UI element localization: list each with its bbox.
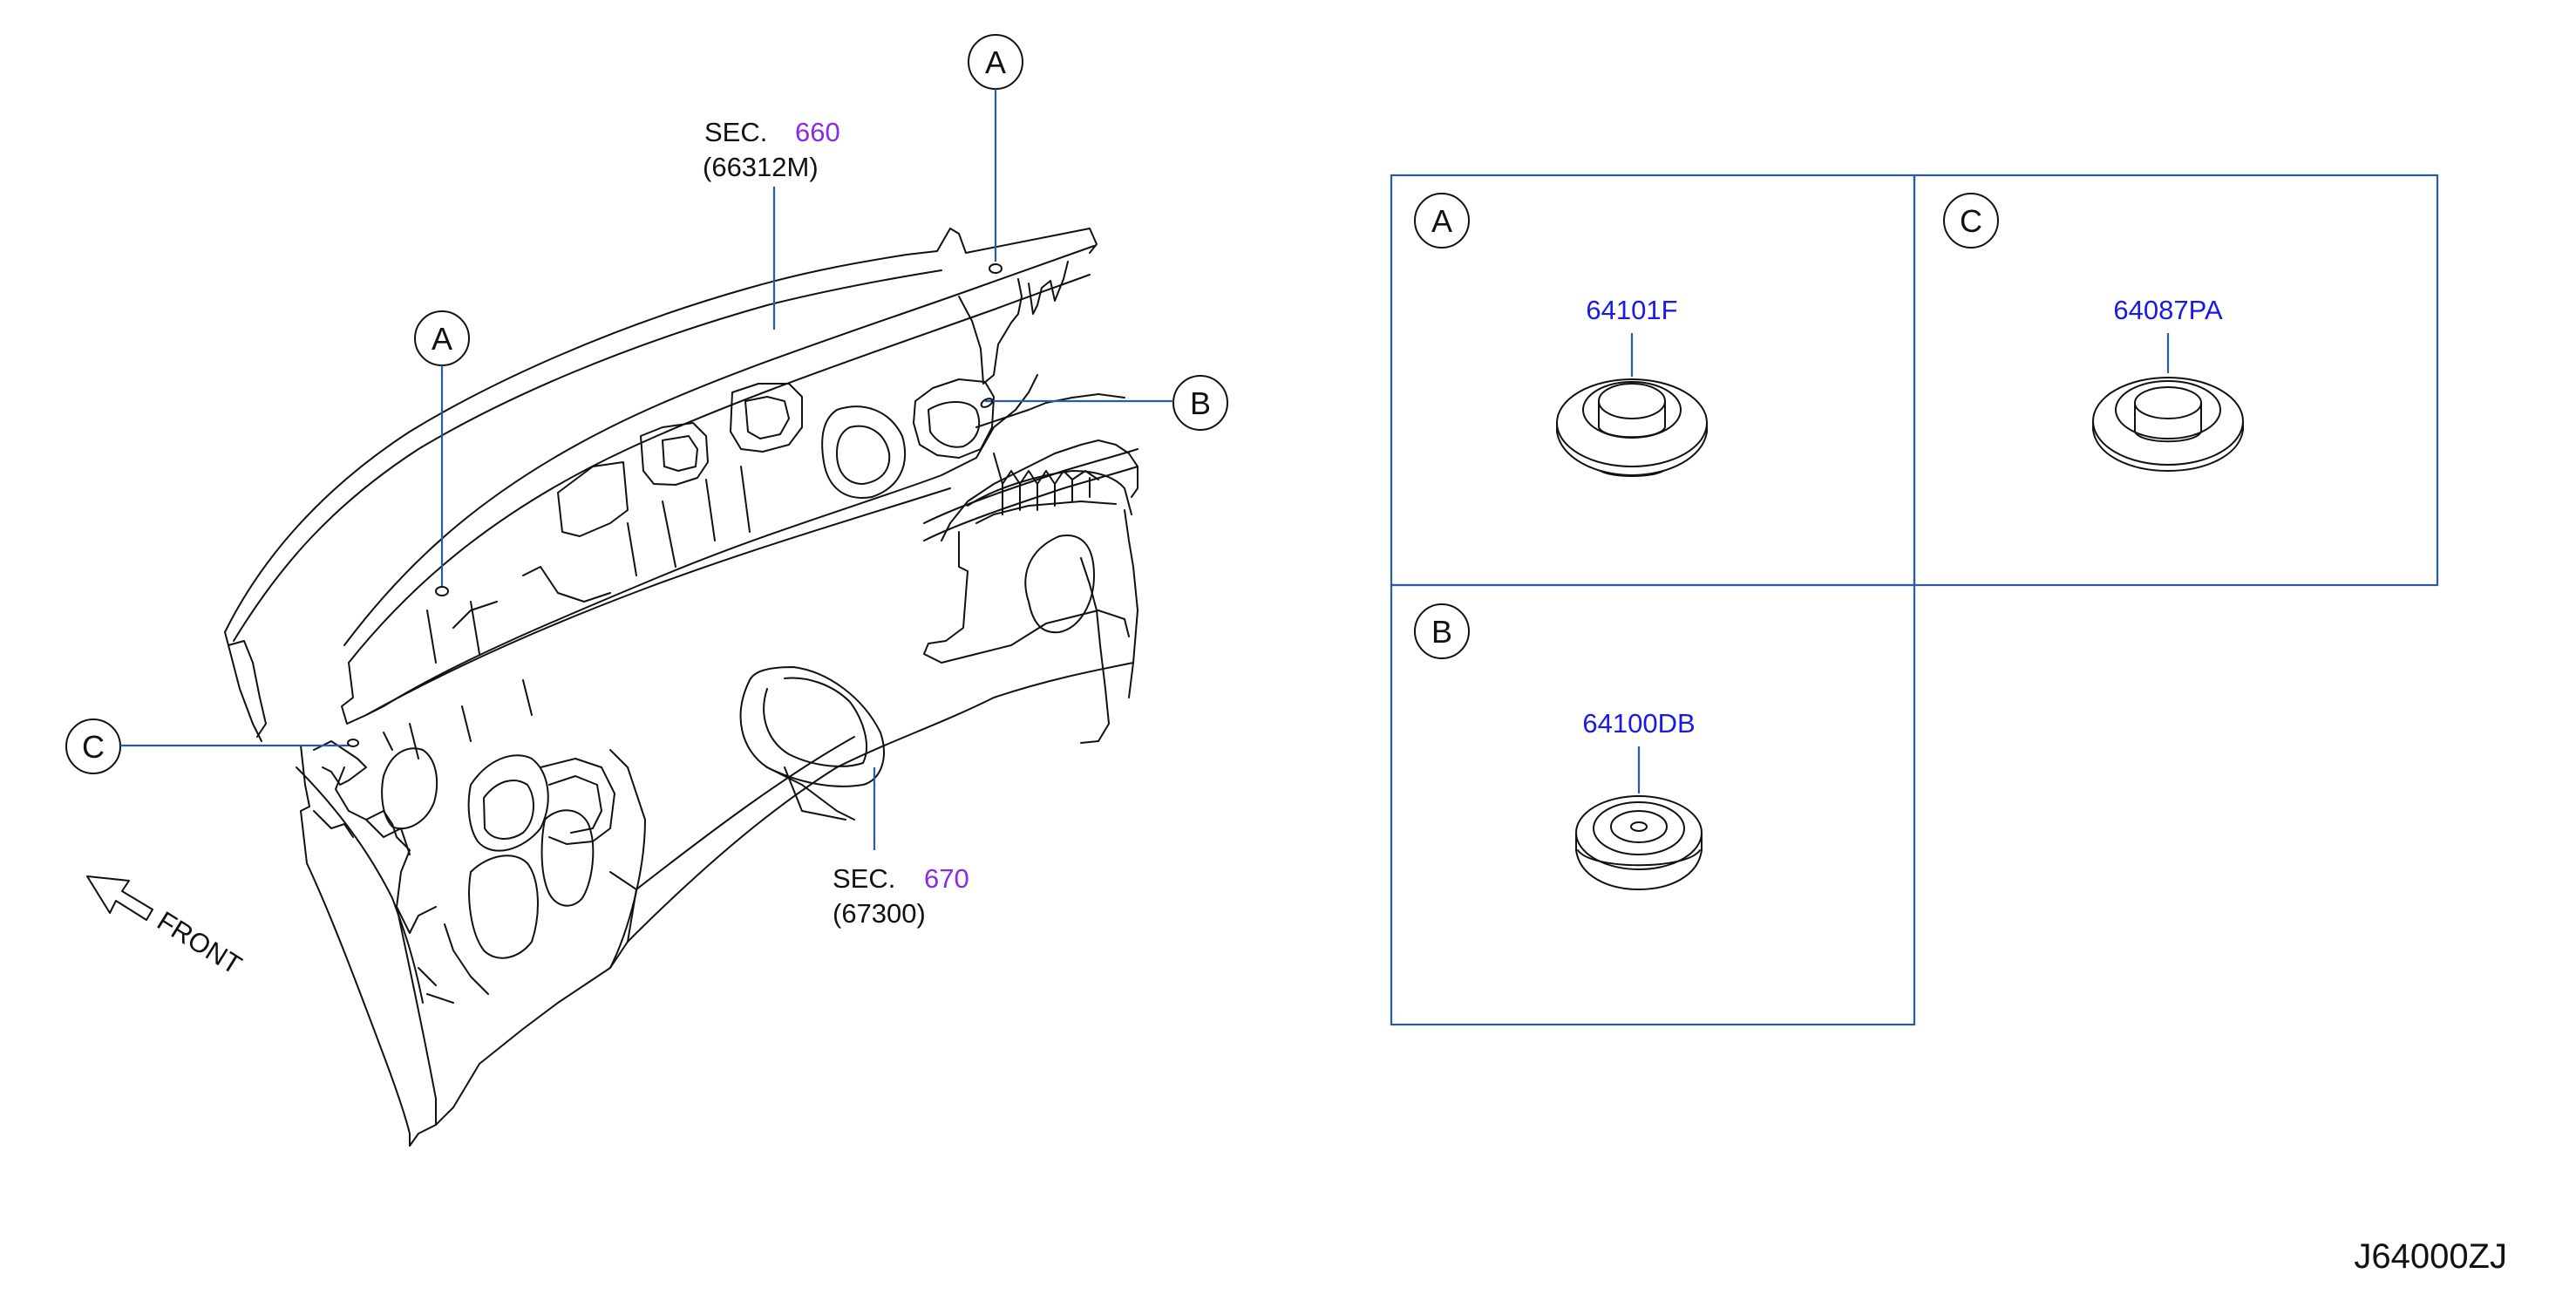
- front-label: FRONT: [152, 905, 247, 980]
- callout-c: C: [65, 719, 359, 774]
- drawing-code: J64000ZJ: [2354, 1237, 2507, 1276]
- dash-panel-drawing: [224, 228, 1138, 1147]
- callout-a-top-letter: A: [985, 44, 1006, 80]
- sec-660-number: 660: [795, 117, 840, 147]
- detail-grid: [1390, 174, 2439, 1026]
- sec-670-label: SEC. 670 (67300): [833, 767, 969, 929]
- detail-panel-a: A 64101F: [1414, 193, 1708, 477]
- detail-panel-b: B 64100DB: [1414, 603, 1703, 890]
- sec-670-prefix: SEC.: [833, 863, 895, 894]
- detail-panel-c: C 64087PA: [1943, 193, 2244, 472]
- callout-b: B: [980, 375, 1228, 431]
- panel-c-letter: C: [1960, 203, 1982, 239]
- callout-a-left-letter: A: [432, 321, 452, 357]
- front-indicator: FRONT: [86, 875, 247, 981]
- grommet-64101f-icon: [1556, 378, 1708, 477]
- callout-a-top: A: [968, 34, 1023, 274]
- sec-660-prefix: SEC.: [704, 117, 767, 147]
- panel-a-letter: A: [1431, 203, 1452, 239]
- sec-660-label: SEC. 660 (66312M): [703, 117, 840, 330]
- panel-b-letter: B: [1431, 614, 1452, 650]
- callout-c-letter: C: [82, 729, 105, 765]
- sec-670-part: (67300): [833, 898, 926, 929]
- sec-660-part: (66312M): [703, 152, 819, 182]
- grommet-64100db-icon: [1575, 795, 1703, 890]
- front-arrow-icon: [86, 875, 153, 921]
- callout-a-left: A: [414, 310, 470, 596]
- grommet-64087pa-icon: [2092, 377, 2244, 472]
- panel-c-part-number: 64087PA: [2113, 295, 2223, 325]
- sec-670-number: 670: [924, 863, 969, 894]
- panel-a-part-number: 64101F: [1586, 295, 1677, 325]
- callout-b-letter: B: [1190, 385, 1211, 421]
- panel-b-part-number: 64100DB: [1582, 708, 1695, 739]
